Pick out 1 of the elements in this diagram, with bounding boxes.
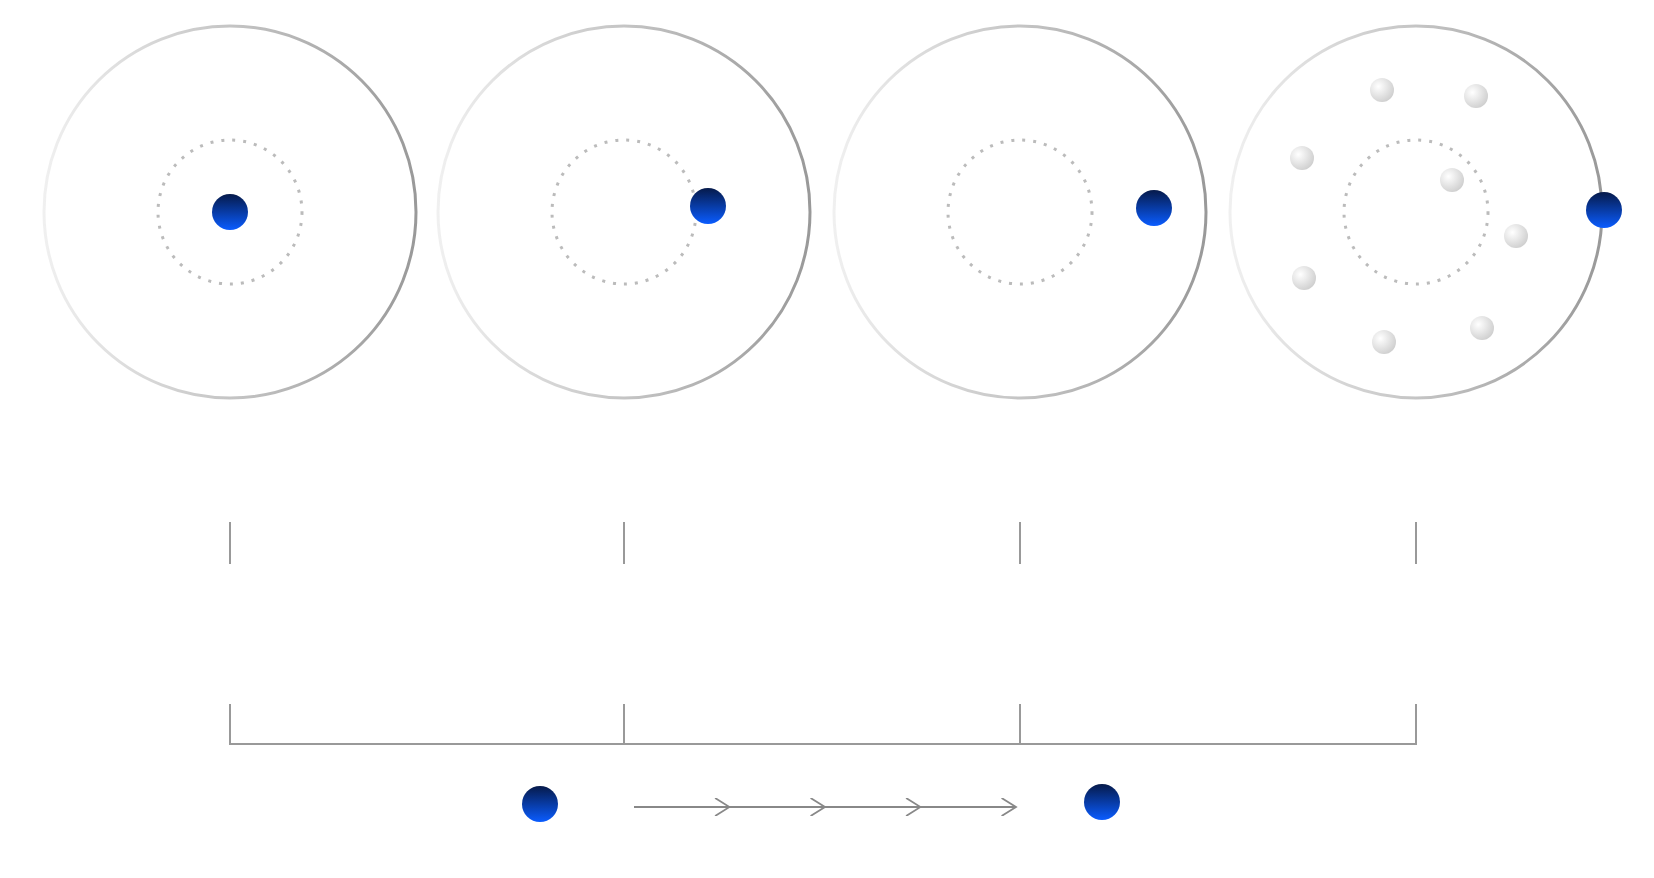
arrow (633, 798, 1018, 816)
